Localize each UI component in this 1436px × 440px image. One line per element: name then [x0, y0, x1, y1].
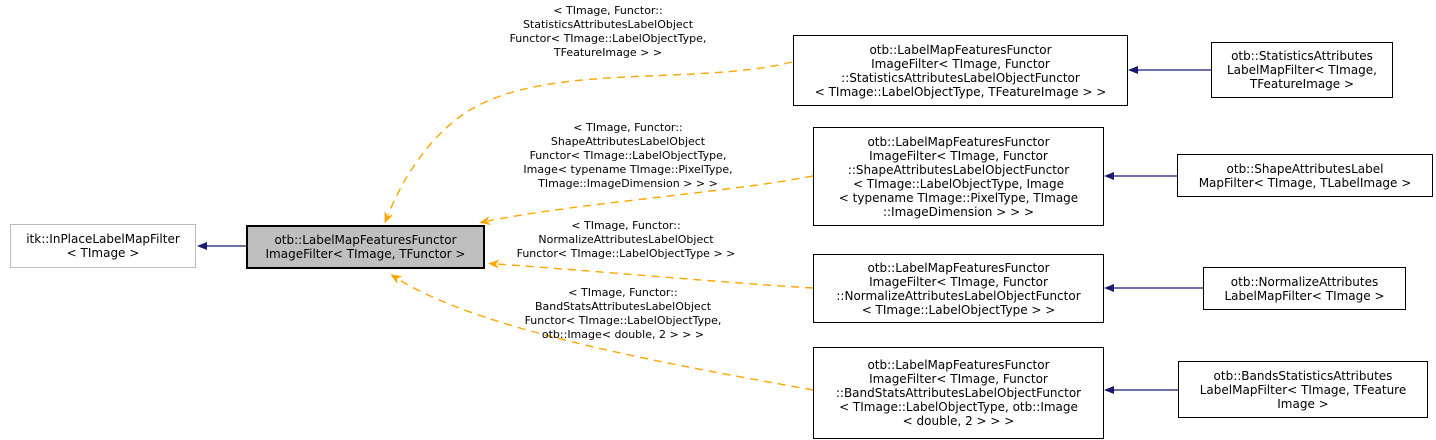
- edge-label-normalize-template-args: < TImage, Functor:: NormalizeAttributesL…: [516, 219, 736, 260]
- edge-label-bandstats-template-args: < TImage, Functor:: BandStatsAttributesL…: [524, 286, 722, 341]
- node-instantiation-bandstats-functor[interactable]: otb::LabelMapFeaturesFunctor ImageFilter…: [813, 347, 1104, 439]
- node-shapeattributeslabelmapfilter[interactable]: otb::ShapeAttributesLabel MapFilter< TIm…: [1177, 154, 1433, 197]
- node-statisticsattributeslabelmapfilter[interactable]: otb::StatisticsAttributes LabelMapFilter…: [1211, 42, 1393, 98]
- node-instantiation-statistics-functor[interactable]: otb::LabelMapFeaturesFunctor ImageFilter…: [793, 35, 1128, 106]
- node-normalizeattributeslabelmapfilter[interactable]: otb::NormalizeAttributes LabelMapFilter<…: [1203, 267, 1406, 310]
- edge-label-shape-template-args: < TImage, Functor:: ShapeAttributesLabel…: [523, 121, 733, 190]
- node-instantiation-normalize-functor[interactable]: otb::LabelMapFeaturesFunctor ImageFilter…: [813, 254, 1104, 323]
- edge-template-bandstats: [390, 274, 814, 391]
- edge-template-statistics: [384, 61, 793, 224]
- node-labelmapfeaturesfunctorimagefilter[interactable]: otb::LabelMapFeaturesFunctor ImageFilter…: [246, 225, 485, 269]
- edge-template-normalize: [488, 259, 814, 289]
- node-bandsstatisticsattributeslabelmapfilter[interactable]: otb::BandsStatisticsAttributes LabelMapF…: [1178, 361, 1428, 418]
- node-itk-inplacelabelmapfilter[interactable]: itk::InPlaceLabelMapFilter < TImage >: [10, 224, 196, 268]
- node-instantiation-shape-functor[interactable]: otb::LabelMapFeaturesFunctor ImageFilter…: [813, 127, 1104, 226]
- edge-label-statistics-template-args: < TImage, Functor:: StatisticsAttributes…: [509, 4, 707, 59]
